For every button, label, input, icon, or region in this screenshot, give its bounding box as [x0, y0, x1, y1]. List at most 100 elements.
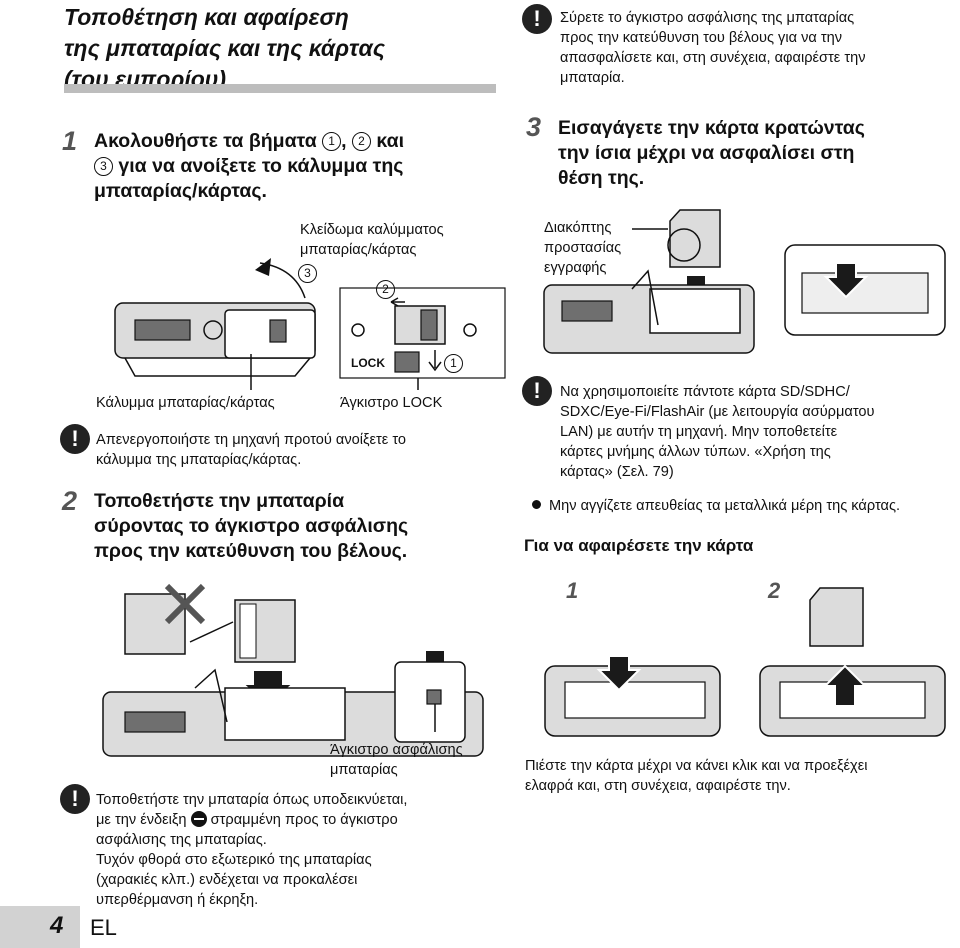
- caution-icon: !: [60, 784, 90, 814]
- caution-icon: !: [522, 4, 552, 34]
- unlock-icon: [351, 323, 365, 337]
- cover-lock-switch: [269, 319, 287, 343]
- circled-number: 1: [444, 354, 463, 373]
- lock-knob: [420, 309, 438, 341]
- label-line: μπαταρίας/κάρτας: [300, 242, 417, 258]
- speaker-grille: [124, 711, 186, 733]
- connector-line: [189, 621, 234, 643]
- circled-number: 3: [298, 264, 317, 283]
- bullet-item: Μην αγγίζετε απευθείας τα μεταλλικά μέρη…: [532, 496, 957, 516]
- conjunction: και: [376, 130, 405, 152]
- write-protect-label: Διακόπτης προστασίας εγγραφής: [544, 218, 664, 278]
- caution-line: υπερθέρμανση ή έκρηξη.: [96, 892, 259, 908]
- caution-line: (χαρακιές κλπ.) ενδέχεται να προκαλέσει: [96, 872, 358, 888]
- caution-line: Τυχόν φθορά στο εξωτερικό της μπαταρίας: [96, 852, 372, 868]
- knob-label: Άγκιστρο LOCK: [340, 395, 443, 411]
- battery-label: [239, 603, 257, 659]
- lock-text: LOCK: [351, 356, 385, 370]
- step-1-text: Ακολουθήστε τα βήματα 1, 2 και 3 για να …: [94, 129, 504, 204]
- caution-2-text: Τοποθετήστε την μπαταρία όπως υποδεικνύε…: [96, 790, 516, 910]
- title-line: της μπαταρίας και της κάρτας: [64, 35, 385, 61]
- step-2-line: σύροντας το άγκιστρο ασφάλισης: [94, 515, 409, 537]
- title-line: Τοποθέτηση και αφαίρεση: [64, 4, 349, 30]
- label-line: εγγραφής: [544, 260, 607, 276]
- caution-line: Απενεργοποιήστε τη μηχανή προτού ανοίξετ…: [96, 432, 407, 448]
- remove-heading: Για να αφαιρέσετε την κάρτα: [524, 536, 754, 555]
- battery-mark-icon: [190, 811, 207, 827]
- language-code: EL: [90, 915, 117, 940]
- step-number-2: 2: [62, 486, 78, 516]
- slide-left-arrow: [390, 297, 405, 307]
- card-remove-figure: [544, 587, 946, 737]
- speaker-grille: [134, 319, 191, 341]
- caution-line: κάρτας» (Σελ. 79): [560, 464, 674, 480]
- caution-line: προς την κατεύθυνση του βέλους για να τη…: [560, 30, 843, 46]
- battery-insert-figure: [102, 583, 484, 757]
- caution-part: με την ένδειξη: [96, 812, 187, 828]
- camera-lower-edge: [124, 357, 311, 377]
- sd-card: [809, 587, 864, 647]
- sd-card: [669, 209, 721, 268]
- label-line: Κλείδωμα καλύμματος: [300, 222, 444, 238]
- battery-wrong: [124, 593, 186, 655]
- remove-step-1: 1: [566, 578, 579, 603]
- caution-icon: !: [522, 376, 552, 406]
- caution-line: Σύρετε το άγκιστρο ασφάλισης της μπαταρί…: [560, 10, 855, 26]
- latch-label: Άγκιστρο ασφάλισης μπαταρίας: [330, 740, 520, 780]
- label-line: προστασίας: [544, 240, 622, 256]
- push-arrow-icon: [596, 655, 642, 692]
- caution-1-text: Απενεργοποιήστε τη μηχανή προτού ανοίξετ…: [96, 430, 506, 470]
- card-insert-figure: [543, 209, 946, 354]
- section-title: Τοποθέτηση και αφαίρεση της μπαταρίας κα…: [64, 2, 494, 95]
- remove-instructions: Πιέστε την κάρτα μέχρι να κάνει κλικ και…: [525, 756, 957, 796]
- lock-button: [394, 351, 420, 373]
- title-underline: [64, 84, 496, 93]
- bullet-icon: [532, 500, 541, 509]
- step-1-line: 3 για να ανοίξετε το κάλυμμα της: [94, 154, 504, 179]
- step-2-text: Τοποθετήστε την μπαταρία σύροντας το άγκ…: [94, 489, 514, 564]
- slot-1: [564, 681, 706, 719]
- lock-icon: [463, 323, 477, 337]
- step-1-part: Ακολουθήστε τα βήματα: [94, 130, 317, 152]
- card-slot: [649, 288, 741, 334]
- open-arrowhead: [255, 258, 271, 276]
- write-protect-highlight: [667, 228, 701, 262]
- label-line: Άγκιστρο ασφάλισης: [330, 742, 463, 758]
- page-number: 4: [50, 912, 64, 939]
- push-arrow-icon: [823, 262, 869, 299]
- battery-compartment: [224, 687, 346, 741]
- circled-number: 1: [322, 132, 342, 151]
- caution-line: κάρτες μνήμης άλλων τύπων. «Χρήση της: [560, 444, 831, 460]
- caution-line: κάλυμμα της μπαταρίας/κάρτας.: [96, 452, 302, 468]
- caution-line: απασφαλίσετε και, στη συνέχεια, αφαιρέστ…: [560, 50, 866, 66]
- caution-icon: !: [60, 424, 90, 454]
- pull-arrow-icon: [822, 664, 868, 707]
- caution-line: ασφάλισης της μπαταρίας.: [96, 832, 267, 848]
- speaker-grille: [561, 300, 613, 322]
- step-2-line: προς την κατεύθυνση του βέλους.: [94, 540, 408, 562]
- open-cover: [194, 668, 228, 723]
- battery-cover-figure: [114, 258, 506, 390]
- circled-number: 2: [351, 132, 371, 151]
- circled-number: 3: [94, 157, 113, 176]
- step-number-3: 3: [526, 112, 542, 142]
- step-1-line: Ακολουθήστε τα βήματα 1, 2 και: [94, 129, 504, 154]
- page-number-box: [0, 906, 80, 948]
- circled-number: 2: [376, 280, 395, 299]
- caution-line: SDXC/Eye-Fi/FlashAir (με λειτουργία ασύρ…: [560, 404, 875, 420]
- latch: [426, 689, 442, 705]
- cross-icon: [164, 583, 206, 625]
- step-3-line: την ίσια μέχρι να ασφαλίσει στη: [558, 142, 855, 164]
- step-2-line: Τοποθετήστε την μπαταρία: [94, 490, 345, 512]
- right-caution-1-text: Σύρετε το άγκιστρο ασφάλισης της μπαταρί…: [560, 8, 955, 88]
- open-cover: [631, 269, 659, 326]
- remove-line: ελαφρά και, στη συνέχεια, αφαιρέστε την.: [525, 778, 791, 794]
- cover-lock-label: Κλείδωμα καλύμματος μπαταρίας/κάρτας: [300, 220, 500, 260]
- step-3-line: Εισαγάγετε την κάρτα κρατώντας: [558, 117, 865, 139]
- caution-line: μπαταρία.: [560, 70, 625, 86]
- step-3-text: Εισαγάγετε την κάρτα κρατώντας την ίσια …: [558, 116, 958, 191]
- caution-line: με την ένδειξη στραμμένη προς το άγκιστρ…: [96, 810, 516, 830]
- separator: ,: [341, 130, 347, 152]
- bullet-text: Μην αγγίζετε απευθείας τα μεταλλικά μέρη…: [549, 498, 901, 514]
- step-1-part: για να ανοίξετε το κάλυμμα της: [118, 155, 404, 177]
